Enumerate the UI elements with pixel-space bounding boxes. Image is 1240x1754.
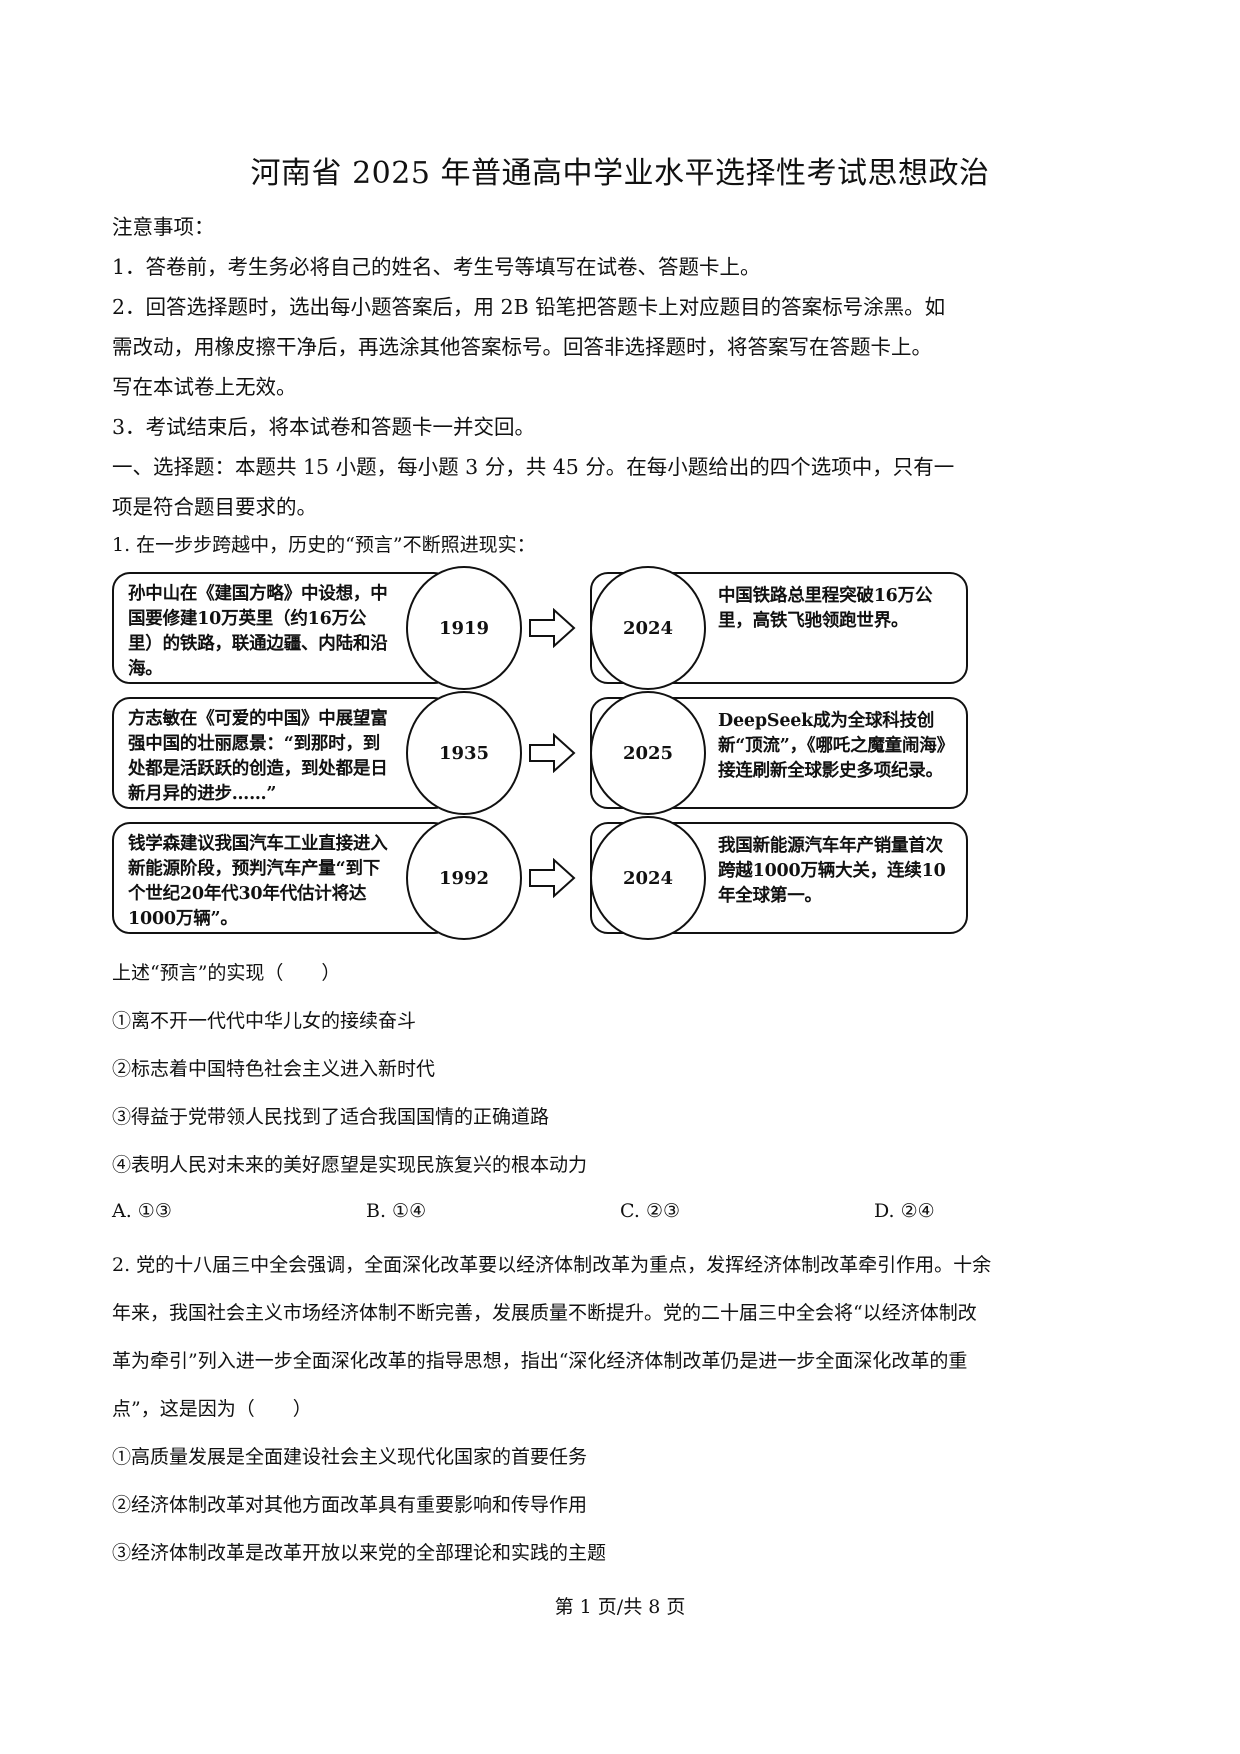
- prophecy-box: 方志敏在《可爱的中国》中展望富强中国的壮丽愿景：“到那时，到处都是活跃跃的创造，…: [112, 697, 452, 809]
- statement: ①高质量发展是全面建设社会主义现代化国家的首要任务: [112, 1446, 588, 1468]
- prophecy-row: 孙中山在《建国方略》中设想，中国要修建10万英里（约16万公里）的铁路，联通边疆…: [112, 566, 968, 690]
- page-number: 第 1 页/共 8 页: [554, 1596, 686, 1618]
- prophecy-row: 方志敏在《可爱的中国》中展望富强中国的壮丽愿景：“到那时，到处都是活跃跃的创造，…: [112, 691, 968, 815]
- section-line: 项是符合题目要求的。: [112, 495, 317, 519]
- prophecy-row: 钱学森建议我国汽车工业直接进入新能源阶段，预判汽车产量“到下个世纪20年代30年…: [112, 816, 968, 940]
- prophecy-text: 孙中山在《建国方略》中设想，中国要修建10万英里（约16万公里）的铁路，联通边疆…: [128, 584, 388, 679]
- prophecy-text: 方志敏在《可爱的中国》中展望富强中国的壮丽愿景：“到那时，到处都是活跃跃的创造，…: [128, 709, 388, 804]
- option-c: C. ②③: [620, 1200, 681, 1222]
- question-2-line: 革为牵引”列入进一步全面深化改革的指导思想，指出“深化经济体制改革仍是进一步全面…: [112, 1350, 968, 1372]
- notice-item: 1．答卷前，考生务必将自己的姓名、考生号等填写在试卷、答题卡上。: [112, 255, 761, 279]
- notice-item: 需改动，用橡皮擦干净后，再选涂其他答案标号。回答非选择题时，将答案写在答题卡上。: [112, 335, 932, 359]
- right-arrow-icon: [529, 733, 576, 773]
- statement: ④表明人民对未来的美好愿望是实现民族复兴的根本动力: [112, 1154, 588, 1176]
- right-arrow-icon: [529, 858, 576, 898]
- option-b: B. ①④: [366, 1200, 427, 1222]
- question-1-stem: 1. 在一步步跨越中，历史的“预言”不断照进现实：: [112, 534, 536, 556]
- year-circle: 2024: [590, 816, 706, 940]
- year-circle: 1992: [406, 816, 522, 940]
- exam-title: 河南省 2025 年普通高中学业水平选择性考试思想政治: [250, 156, 990, 191]
- notice-item: 2．回答选择题时，选出每小题答案后，用 2B 铅笔把答题卡上对应题目的答案标号涂…: [112, 295, 946, 319]
- section-line: 一、选择题：本题共 15 小题，每小题 3 分，共 45 分。在每小题给出的四个…: [112, 455, 955, 479]
- question-1-prompt: 上述“预言”的实现（ ）: [112, 962, 341, 984]
- reality-text: 中国铁路总里程突破16万公里，高铁飞驰领跑世界。: [718, 586, 933, 631]
- notice-heading: 注意事项：: [112, 215, 215, 239]
- prophecy-box: 孙中山在《建国方略》中设想，中国要修建10万英里（约16万公里）的铁路，联通边疆…: [112, 572, 452, 684]
- statement: ②标志着中国特色社会主义进入新时代: [112, 1058, 436, 1080]
- year-circle: 1935: [406, 691, 522, 815]
- year-circle: 1919: [406, 566, 522, 690]
- question-2-line: 年来，我国社会主义市场经济体制不断完善，发展质量不断提升。党的二十届三中全会将“…: [112, 1302, 977, 1324]
- reality-text: DeepSeek成为全球科技创新“顶流”，《哪吒之魔童闹海》接连刷新全球影史多项…: [718, 711, 954, 781]
- notice-item: 3．考试结束后，将本试卷和答题卡一并交回。: [112, 415, 536, 439]
- year-circle: 2025: [590, 691, 706, 815]
- option-a: A. ①③: [112, 1200, 172, 1222]
- statement: ③经济体制改革是改革开放以来党的全部理论和实践的主题: [112, 1542, 607, 1564]
- question-2-line: 点”，这是因为（ ）: [112, 1398, 312, 1420]
- right-arrow-icon: [529, 608, 576, 648]
- question-2-line: 2. 党的十八届三中全会强调，全面深化改革要以经济体制改革为重点，发挥经济体制改…: [112, 1254, 992, 1276]
- option-d: D. ②④: [874, 1200, 935, 1222]
- statement: ②经济体制改革对其他方面改革具有重要影响和传导作用: [112, 1494, 588, 1516]
- prophecy-box: 钱学森建议我国汽车工业直接进入新能源阶段，预判汽车产量“到下个世纪20年代30年…: [112, 822, 452, 934]
- year-circle: 2024: [590, 566, 706, 690]
- reality-text: 我国新能源汽车年产销量首次跨越1000万辆大关，连续10年全球第一。: [718, 836, 946, 906]
- prophecy-text: 钱学森建议我国汽车工业直接进入新能源阶段，预判汽车产量“到下个世纪20年代30年…: [128, 834, 388, 929]
- statement: ①离不开一代代中华儿女的接续奋斗: [112, 1010, 417, 1032]
- statement: ③得益于党带领人民找到了适合我国国情的正确道路: [112, 1106, 550, 1128]
- notice-item: 写在本试卷上无效。: [112, 375, 297, 399]
